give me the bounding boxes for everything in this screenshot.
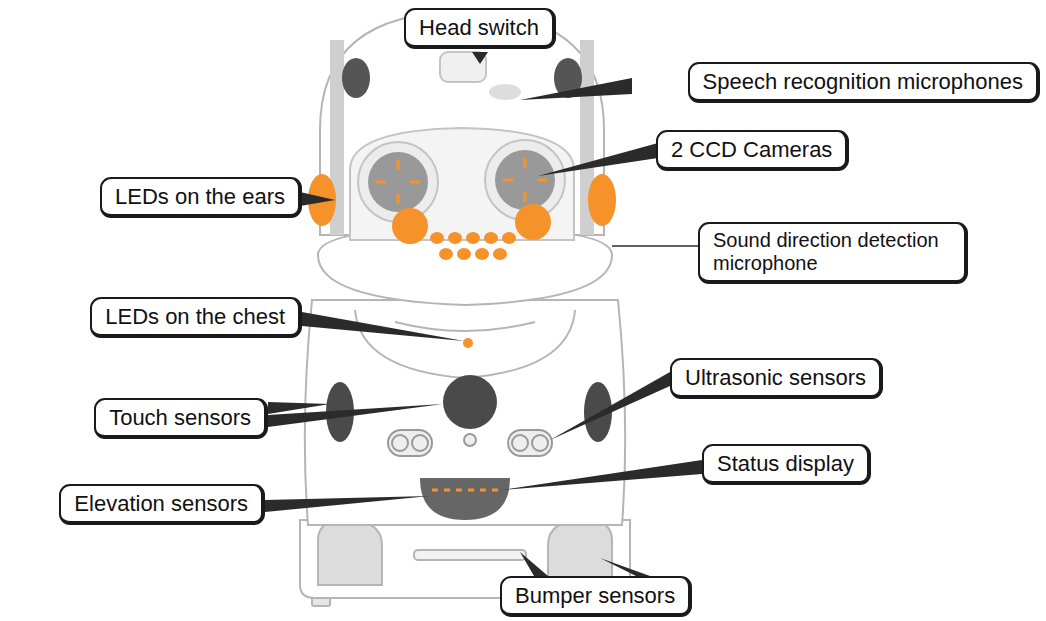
callout-box: Speech recognition microphones bbox=[688, 62, 1040, 103]
callout-box: Bumper sensors bbox=[500, 576, 692, 617]
callout-box: Sound direction detection microphone bbox=[698, 222, 968, 284]
callout-box: LEDs on the ears bbox=[100, 177, 302, 218]
callout-box: Ultrasonic sensors bbox=[670, 358, 883, 399]
callout-label: Ultrasonic sensors bbox=[685, 365, 866, 390]
callout-box: Status display bbox=[702, 444, 871, 485]
callout-label: Bumper sensors bbox=[515, 583, 675, 608]
callout-box: 2 CCD Cameras bbox=[656, 130, 849, 171]
callout-label: Touch sensors bbox=[109, 405, 251, 430]
callout-box: Elevation sensors bbox=[59, 484, 265, 525]
callout-label: 2 CCD Cameras bbox=[671, 137, 832, 162]
callout-box: LEDs on the chest bbox=[90, 297, 302, 338]
callout-label: LEDs on the ears bbox=[115, 184, 285, 209]
callout-label: Sound direction detection microphone bbox=[713, 229, 951, 275]
callout-box: Head switch bbox=[404, 8, 556, 49]
callout-label: Speech recognition microphones bbox=[703, 69, 1023, 94]
callout-label: Status display bbox=[717, 451, 854, 476]
callout-box: Touch sensors bbox=[94, 398, 268, 439]
callout-label: Elevation sensors bbox=[74, 491, 248, 516]
callout-label: LEDs on the chest bbox=[105, 304, 285, 329]
callout-label: Head switch bbox=[419, 15, 539, 40]
